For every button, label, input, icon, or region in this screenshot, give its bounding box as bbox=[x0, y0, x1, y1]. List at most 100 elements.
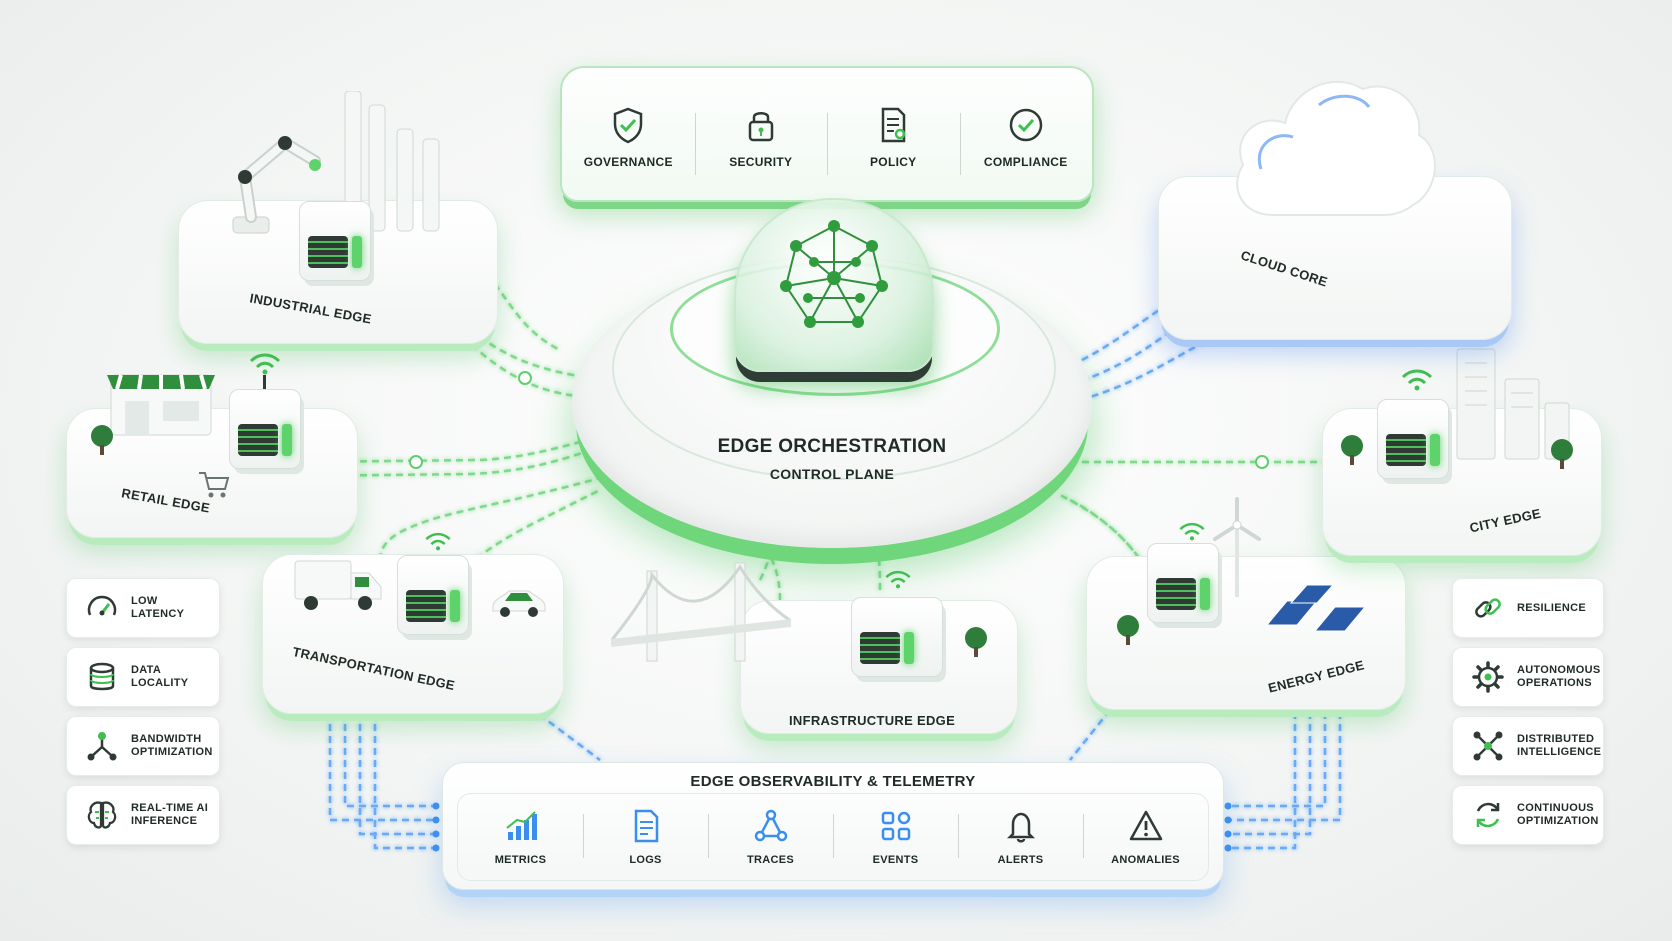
tree-icon bbox=[1551, 439, 1573, 469]
telemetry-items: Metrics Logs Traces bbox=[457, 793, 1209, 881]
wifi-icon bbox=[249, 353, 281, 375]
policy-label: Policy bbox=[870, 155, 917, 169]
telemetry-item-logs: Logs bbox=[583, 808, 708, 866]
mesh-network-icon bbox=[780, 220, 888, 328]
feature-line2: Operations bbox=[1517, 677, 1592, 689]
shield-check-icon bbox=[614, 107, 643, 144]
feature-line1: Low bbox=[131, 595, 158, 607]
wifi-icon bbox=[885, 570, 911, 589]
feature-card-autonomous-operations: Autonomous Operations bbox=[1452, 647, 1604, 707]
hub-subtitle: Control Plane bbox=[769, 466, 895, 482]
hub-dome bbox=[734, 198, 934, 372]
wifi-antenna-icon bbox=[263, 375, 266, 389]
tree-icon bbox=[1341, 435, 1363, 465]
transportation-edge-label: Transportation Edge bbox=[291, 643, 457, 694]
telemetry-label: Alerts bbox=[997, 854, 1044, 866]
telemetry-panel: Edge Observability & Telemetry Metrics L… bbox=[442, 762, 1224, 890]
tree-icon bbox=[965, 627, 987, 657]
refresh-icon bbox=[1476, 802, 1500, 828]
feature-line2: Intelligence bbox=[1517, 746, 1602, 758]
feature-card-continuous-optimization: Continuous Optimization bbox=[1452, 785, 1604, 845]
telemetry-label: Traces bbox=[746, 854, 795, 866]
feature-line1: Distributed bbox=[1517, 733, 1595, 745]
grid-icon bbox=[881, 811, 910, 841]
retail-edge-platform: Retail Edge bbox=[66, 353, 358, 538]
shopping-cart-icon bbox=[199, 472, 230, 498]
cloud-core-platform: Cloud Core bbox=[1158, 80, 1512, 340]
infrastructure-edge-label: Infrastructure Edge bbox=[789, 713, 956, 728]
feature-line1: Bandwidth bbox=[131, 733, 202, 745]
wifi-icon bbox=[1179, 522, 1205, 541]
city-edge-label: City Edge bbox=[1468, 505, 1543, 536]
warning-icon bbox=[1129, 810, 1162, 841]
check-circle-icon bbox=[1009, 108, 1042, 142]
transportation-edge-server bbox=[397, 555, 469, 635]
tree-icon bbox=[1117, 615, 1139, 645]
link-icon bbox=[1475, 598, 1501, 618]
feature-line2: Latency bbox=[131, 608, 185, 620]
car-icon bbox=[492, 590, 546, 617]
infrastructure-edge-server bbox=[851, 597, 943, 677]
telemetry-item-metrics: Metrics bbox=[458, 808, 583, 866]
feature-line1: Autonomous bbox=[1517, 664, 1601, 676]
feature-line2: Optimization bbox=[1517, 815, 1599, 827]
energy-edge-server bbox=[1147, 543, 1219, 623]
city-edge-platform: City Edge bbox=[1322, 348, 1602, 556]
cloud-core-label: Cloud Core bbox=[1238, 247, 1330, 290]
feature-card-realtime-ai-inference: Real-Time AI Inference bbox=[66, 785, 220, 845]
telemetry-item-anomalies: Anomalies bbox=[1083, 808, 1208, 866]
feature-line1: Data bbox=[131, 664, 162, 676]
gear-icon bbox=[1472, 661, 1504, 693]
speedometer-icon bbox=[87, 595, 117, 616]
feature-card-low-latency: Low Latency bbox=[66, 578, 220, 638]
feature-line2: Optimization bbox=[131, 746, 213, 758]
energy-edge-label: Energy Edge bbox=[1266, 657, 1366, 696]
document-icon bbox=[882, 107, 906, 143]
feature-line2: Inference bbox=[131, 815, 198, 827]
city-edge-server bbox=[1377, 399, 1449, 479]
infrastructure-edge-platform: Infrastructure Edge bbox=[611, 562, 1018, 734]
feature-card-resilience: Resilience bbox=[1452, 578, 1604, 638]
industrial-edge-server bbox=[299, 201, 371, 281]
governance-banner: Governance Security Policy Compliance bbox=[560, 66, 1094, 202]
telemetry-label: Events bbox=[872, 854, 919, 866]
governance-item: Governance bbox=[562, 99, 695, 169]
feature-line1: Resilience bbox=[1517, 601, 1587, 614]
feature-line1: Real-Time AI bbox=[131, 802, 209, 814]
compliance-item: Compliance bbox=[959, 99, 1093, 175]
delivery-truck-icon bbox=[294, 560, 382, 610]
feature-card-data-locality: Data Locality bbox=[66, 647, 220, 707]
cloud-icon bbox=[1236, 80, 1436, 216]
database-icon bbox=[89, 662, 115, 691]
trace-nodes-icon bbox=[754, 809, 787, 842]
industrial-edge-label: Industrial Edge bbox=[248, 290, 373, 327]
brain-icon bbox=[87, 801, 117, 829]
bridge-icon bbox=[611, 562, 791, 662]
robot-arm-icon bbox=[232, 135, 321, 234]
telemetry-item-alerts: Alerts bbox=[958, 808, 1083, 866]
feature-line1: Continuous bbox=[1517, 802, 1594, 814]
telemetry-title: Edge Observability & Telemetry bbox=[690, 773, 976, 790]
feature-line2: Locality bbox=[131, 677, 189, 689]
feature-card-distributed-intelligence: Distributed Intelligence bbox=[1452, 716, 1604, 776]
telemetry-label: Metrics bbox=[494, 854, 547, 866]
energy-edge-platform: Energy Edge bbox=[1086, 497, 1406, 710]
security-item: Security bbox=[694, 99, 828, 175]
tree-icon bbox=[91, 425, 113, 455]
governance-label: Governance bbox=[583, 155, 673, 169]
hub-title: Edge Orchestration bbox=[717, 436, 947, 457]
policy-item: Policy bbox=[827, 99, 960, 175]
wifi-icon bbox=[1401, 369, 1433, 391]
industrial-edge-platform: Industrial Edge bbox=[178, 91, 498, 344]
compliance-label: Compliance bbox=[983, 155, 1068, 169]
solar-panels-icon bbox=[1265, 584, 1367, 632]
bell-icon bbox=[1006, 812, 1035, 843]
wind-turbine-icon bbox=[1213, 497, 1261, 597]
bar-chart-icon bbox=[505, 811, 537, 840]
storefront-icon bbox=[107, 374, 215, 436]
log-document-icon bbox=[634, 809, 658, 843]
telemetry-label: Anomalies bbox=[1111, 854, 1180, 866]
factory-chimneys-icon bbox=[344, 91, 440, 232]
retail-edge-server bbox=[229, 389, 301, 469]
telemetry-item-events: Events bbox=[833, 808, 958, 866]
